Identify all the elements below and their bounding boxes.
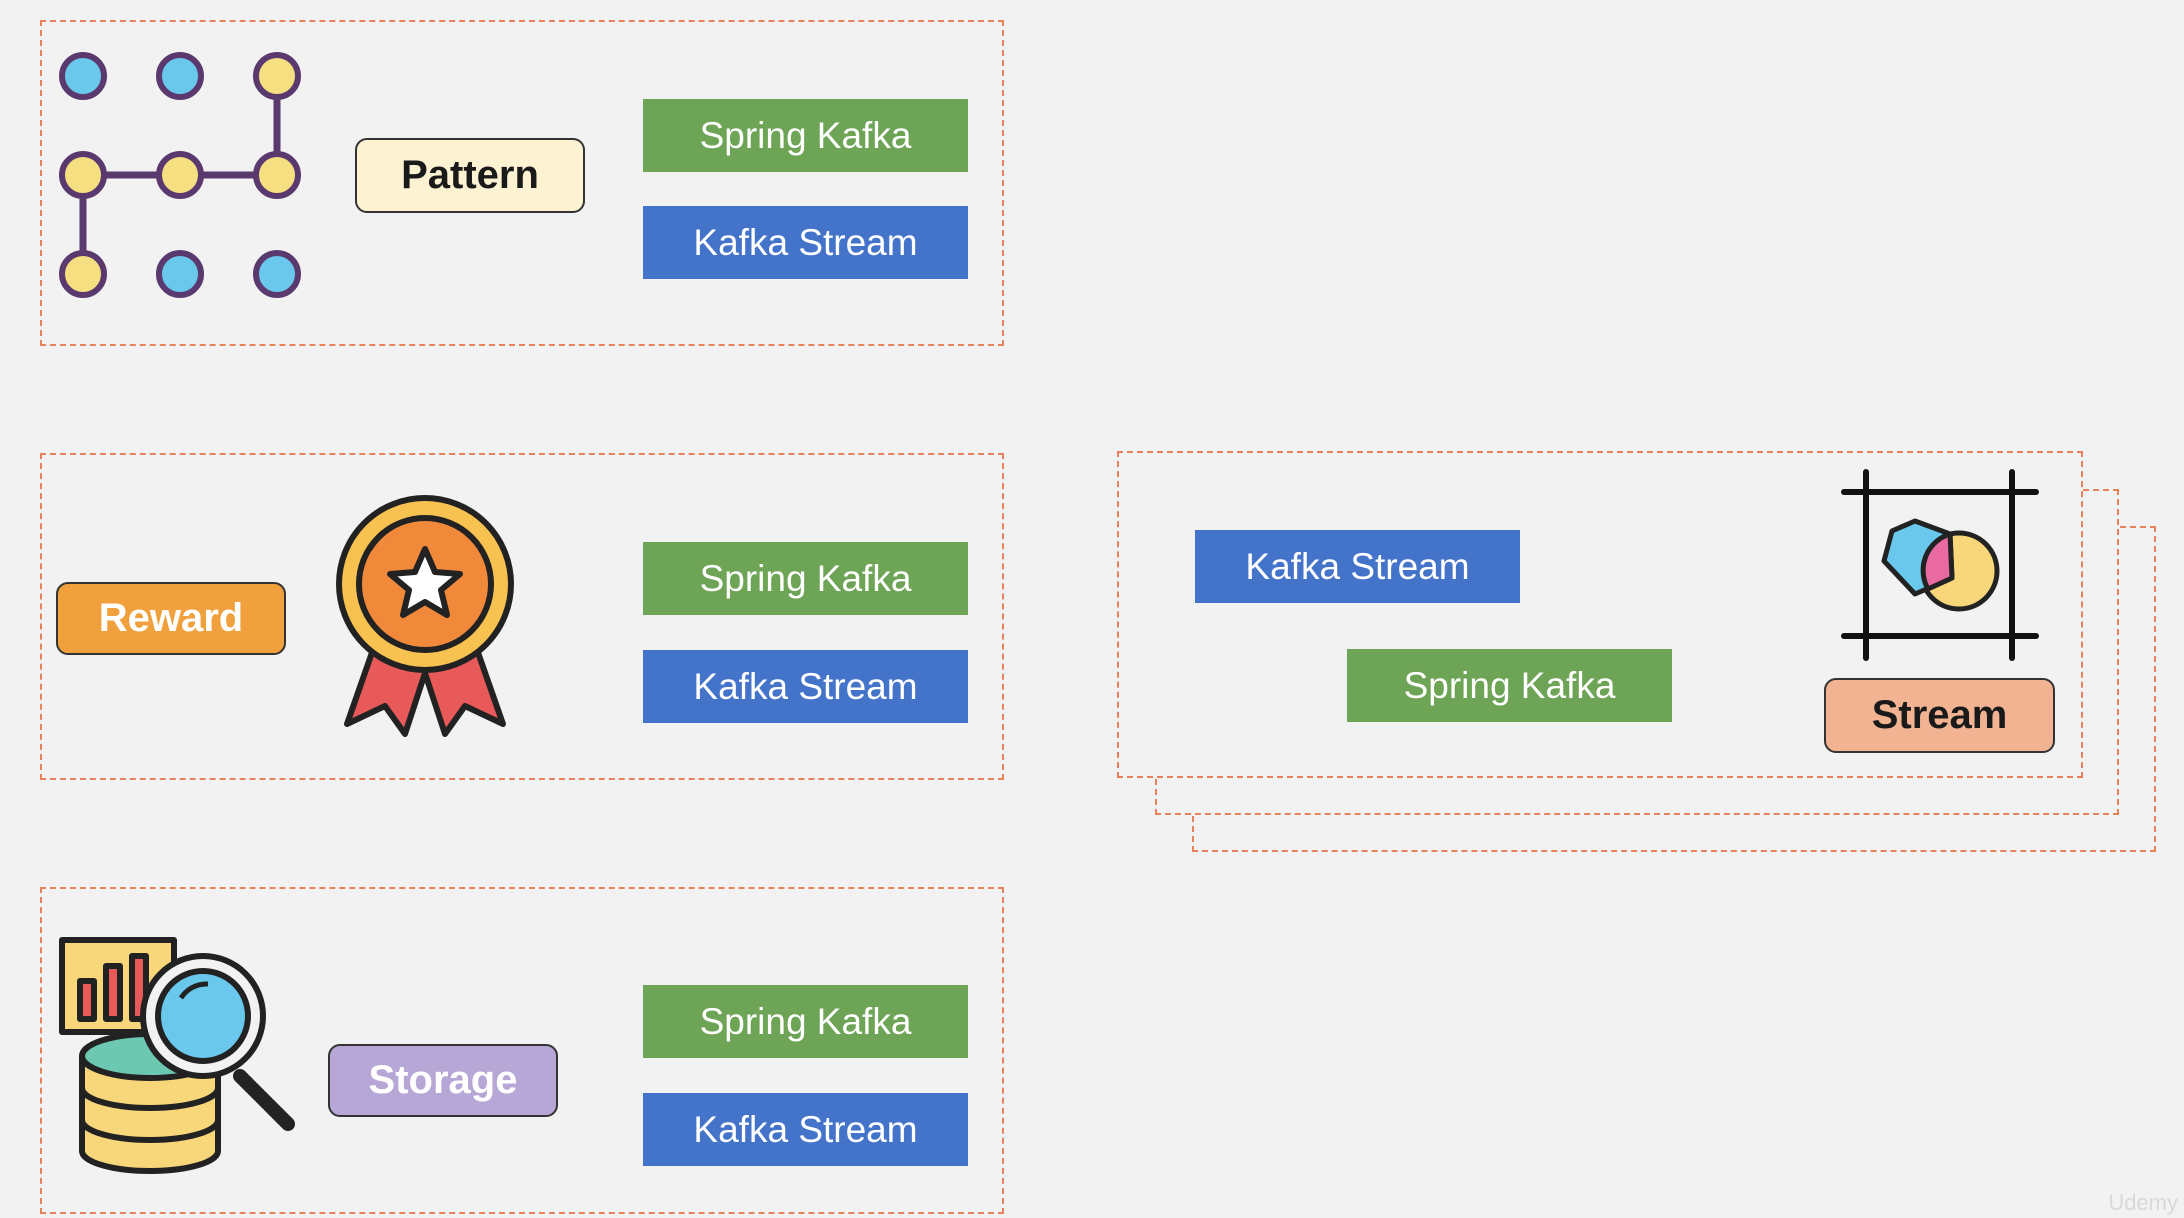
stream-kafka-stream-tag: Kafka Stream — [1195, 530, 1520, 603]
storage-panel — [40, 887, 1004, 1214]
udemy-watermark: Udemy — [2108, 1190, 2178, 1215]
reward-label: Reward — [56, 582, 286, 655]
stream-label: Stream — [1824, 678, 2055, 753]
pattern-kafka-stream-tag: Kafka Stream — [643, 206, 968, 279]
storage-label: Storage — [328, 1044, 558, 1117]
storage-spring-kafka-tag: Spring Kafka — [643, 985, 968, 1058]
pattern-label: Pattern — [355, 138, 585, 213]
award-medal-icon — [336, 495, 514, 737]
shapes-crop-icon — [1841, 469, 2039, 661]
database-analytics-icon — [59, 937, 295, 1174]
stream-spring-kafka-tag: Spring Kafka — [1347, 649, 1672, 722]
reward-kafka-stream-tag: Kafka Stream — [643, 650, 968, 723]
reward-panel — [40, 453, 1004, 780]
storage-kafka-stream-tag: Kafka Stream — [643, 1093, 968, 1166]
reward-spring-kafka-tag: Spring Kafka — [643, 542, 968, 615]
pattern-lock-icon — [59, 52, 301, 298]
pattern-spring-kafka-tag: Spring Kafka — [643, 99, 968, 172]
pattern-panel — [40, 20, 1004, 346]
